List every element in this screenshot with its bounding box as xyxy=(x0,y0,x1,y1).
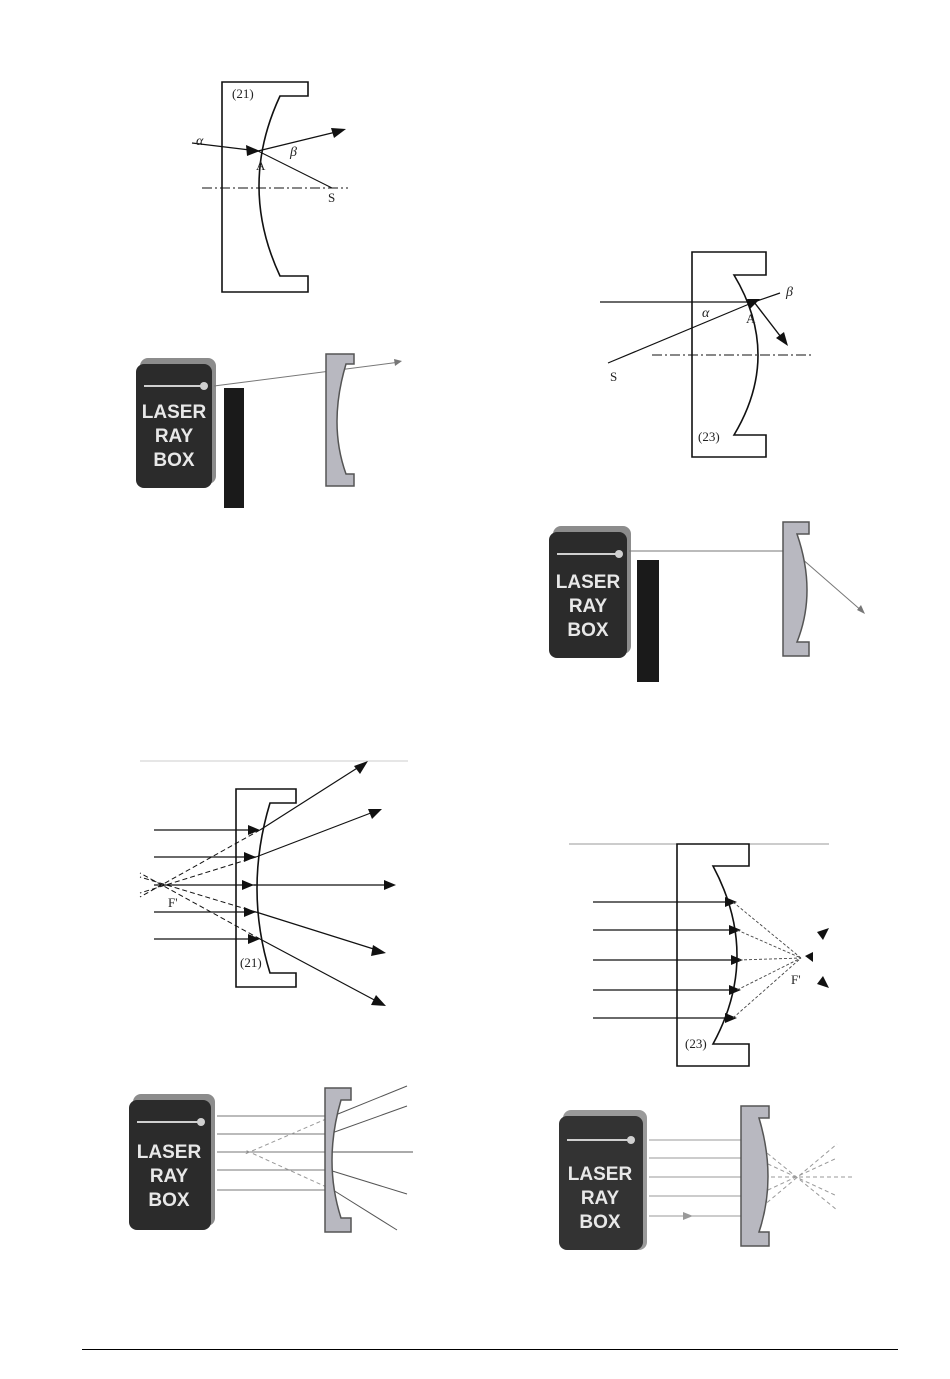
beta-label: β xyxy=(289,145,297,160)
lens23-label: (23) xyxy=(698,429,720,444)
laser-beam xyxy=(214,362,400,386)
point-s-label: S xyxy=(610,369,617,384)
incoming-rays xyxy=(593,902,739,1018)
point-a-label: A xyxy=(746,311,756,326)
lens21-outline xyxy=(222,82,308,292)
lens23-parallel-rays-diagram: F' (23) xyxy=(565,838,835,1070)
box-text-laser: LASER xyxy=(142,402,207,423)
point-s-label: S xyxy=(328,190,335,205)
point-a-label: A xyxy=(256,158,266,173)
laser-ray-box: LASER RAY BOX xyxy=(559,1110,647,1250)
laser-setup-lens21-single: LASER RAY BOX xyxy=(132,348,412,513)
lens23-single-ray-diagram: (23) α β A S xyxy=(592,245,822,465)
footer-rule xyxy=(82,1349,898,1350)
refracted-arrowhead xyxy=(331,128,346,138)
laser-beam-arrowhead xyxy=(857,605,865,614)
normal-line xyxy=(608,302,754,363)
lens21-profile xyxy=(325,1088,351,1232)
lens21-label: (21) xyxy=(240,955,262,970)
laser-setup-lens23-single: LASER RAY BOX xyxy=(545,518,875,688)
laser-ray-box: LASER RAY BOX xyxy=(549,526,631,658)
alpha-label: α xyxy=(702,306,710,321)
refracted-ray xyxy=(754,302,784,341)
lens23-outline xyxy=(677,844,749,1066)
box-text-box: BOX xyxy=(148,1190,190,1211)
focal-point-label: F' xyxy=(791,972,801,987)
incoming-rays xyxy=(154,830,256,939)
laser-beams xyxy=(217,1116,333,1190)
refracted-arrowhead xyxy=(776,332,788,346)
diverging-beams xyxy=(327,1086,413,1230)
outgoing-arrowheads xyxy=(805,928,829,988)
beam-arrowhead xyxy=(683,1212,693,1220)
box-text-box: BOX xyxy=(153,450,195,471)
box-text-laser: LASER xyxy=(137,1142,202,1163)
lens23-label: (23) xyxy=(685,1036,707,1051)
alpha-label: α xyxy=(196,134,204,149)
box-text-ray: RAY xyxy=(150,1166,189,1187)
box-text-box: BOX xyxy=(567,620,609,641)
lens21-profile xyxy=(326,354,354,486)
lens21-single-ray-diagram: (21) α β A S xyxy=(180,70,370,310)
box-text-box: BOX xyxy=(579,1212,621,1233)
lens23-profile xyxy=(741,1106,769,1246)
box-text-ray: RAY xyxy=(581,1188,620,1209)
box-text-ray: RAY xyxy=(155,426,194,447)
outgoing-rays xyxy=(254,765,390,1003)
focal-point-label: F' xyxy=(168,895,178,910)
beta-ray xyxy=(754,293,780,302)
beta-label: β xyxy=(785,285,793,300)
laser-ray-box: LASER RAY BOX xyxy=(136,358,216,488)
refracted-ray xyxy=(258,131,340,151)
virtual-beams xyxy=(245,1116,333,1190)
laser-setup-lens23-parallel: LASER RAY BOX xyxy=(555,1100,860,1255)
box-text-laser: LASER xyxy=(568,1164,633,1185)
lens21-parallel-rays-diagram: F' (21) xyxy=(140,755,410,1015)
laser-beam-arrowhead xyxy=(394,359,402,366)
outgoing-arrowheads xyxy=(354,761,396,1006)
lens23-profile xyxy=(783,522,809,656)
laser-setup-lens21-parallel: LASER RAY BOX xyxy=(125,1082,420,1242)
box-text-ray: RAY xyxy=(569,596,608,617)
laser-ray-box: LASER RAY BOX xyxy=(129,1094,215,1230)
box-text-laser: LASER xyxy=(556,572,621,593)
lens21-label: (21) xyxy=(232,86,254,101)
slit-plate xyxy=(224,388,244,508)
slit-plate xyxy=(637,560,659,682)
converging-rays xyxy=(733,902,801,1018)
